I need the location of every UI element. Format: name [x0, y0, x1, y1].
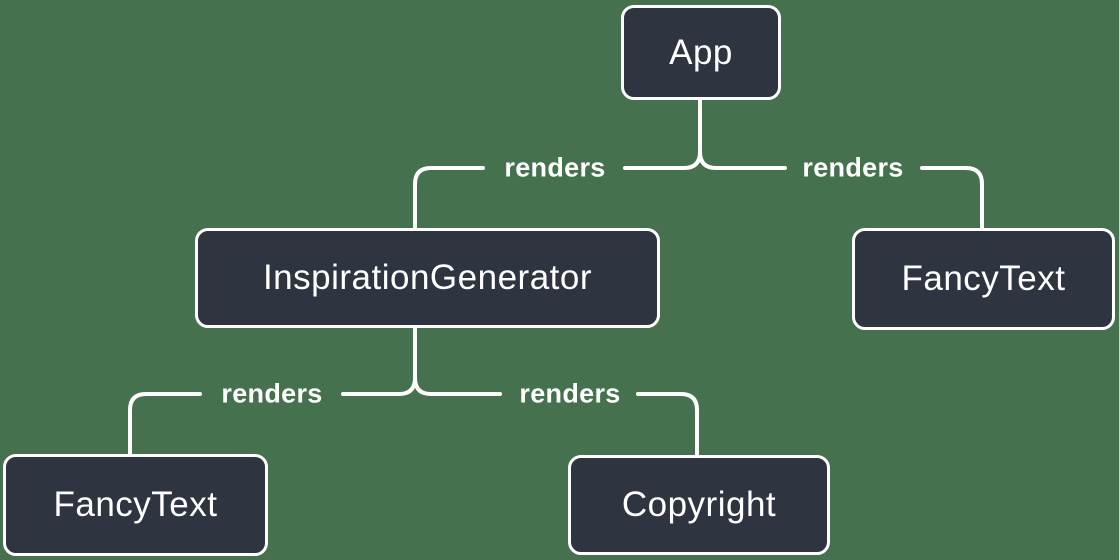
edge-into-inspiration-generator — [413, 166, 485, 230]
tree-node-fancy-text-left: FancyText — [3, 454, 268, 556]
edge-label-ig-copyright: renders — [519, 378, 621, 409]
edge-into-copyright — [636, 392, 699, 457]
edge-ig-stem-right — [413, 326, 502, 396]
tree-node-fancy-text-right: FancyText — [852, 228, 1115, 330]
edge-label-app-inspiration-generator: renders — [504, 152, 606, 183]
edge-into-fancy-text-right — [920, 166, 984, 230]
edge-label-app-fancy-text: renders — [802, 152, 904, 183]
edge-label-ig-fancy-text: renders — [221, 378, 323, 409]
edge-app-stem-right — [698, 98, 787, 170]
edge-app-stem-left — [623, 98, 702, 170]
edge-ig-stem-left — [341, 326, 417, 396]
tree-node-inspiration-generator: InspirationGenerator — [195, 228, 660, 328]
tree-node-app: App — [621, 5, 781, 100]
edge-into-fancy-text-left — [128, 392, 202, 456]
tree-node-copyright: Copyright — [568, 455, 830, 555]
